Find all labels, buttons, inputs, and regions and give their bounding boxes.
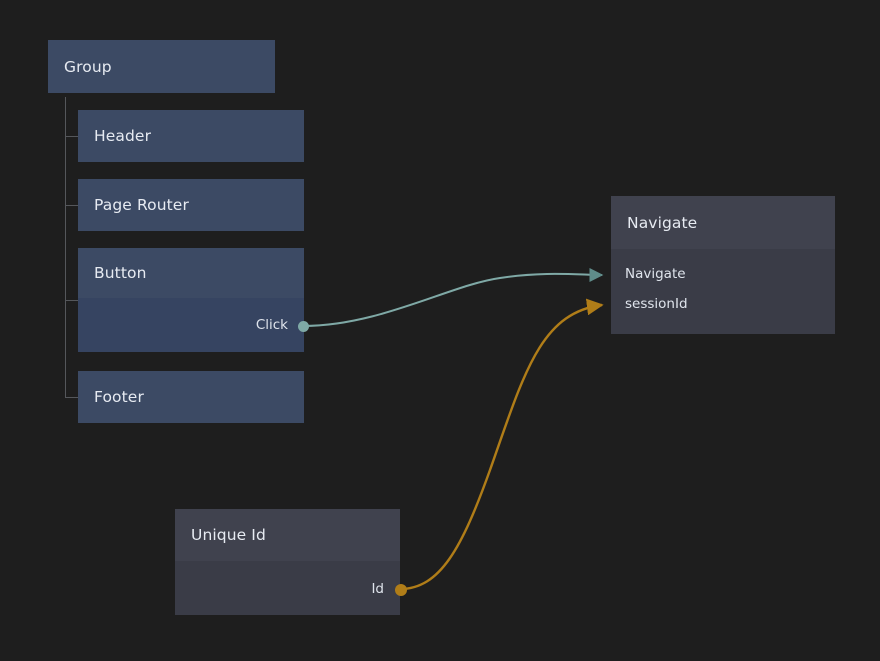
edge-click-to-navigate <box>302 267 604 327</box>
node-page-router-title: Page Router <box>94 196 189 214</box>
port-dot-click[interactable] <box>297 320 309 332</box>
node-group-header: Group <box>48 40 275 93</box>
node-navigate-title: Navigate <box>627 213 698 232</box>
port-row-navigate-in[interactable]: Navigate <box>611 266 686 282</box>
node-header-component-title: Header <box>94 127 152 145</box>
node-footer-header: Footer <box>78 371 304 423</box>
edge-id-to-sessionid <box>399 298 604 591</box>
node-group-title: Group <box>64 57 112 76</box>
node-page-router[interactable]: Page Router <box>78 179 304 231</box>
node-footer-title: Footer <box>94 388 144 406</box>
node-navigate-header: Navigate <box>611 196 835 249</box>
port-dot-id[interactable] <box>394 583 407 596</box>
node-button-body: Click <box>78 298 304 352</box>
node-header-component[interactable]: Header <box>78 110 304 162</box>
tree-branch-header <box>65 136 78 137</box>
port-label-navigate-in: Navigate <box>625 266 686 282</box>
tree-branch-footer <box>65 397 78 398</box>
node-page-router-header: Page Router <box>78 179 304 231</box>
port-label-sessionid-in: sessionId <box>625 296 688 312</box>
port-label-id: Id <box>371 581 384 597</box>
tree-trunk-line <box>65 97 66 397</box>
port-row-sessionid-in[interactable]: sessionId <box>611 296 688 312</box>
tree-branch-button <box>65 300 78 301</box>
node-navigate-body: Navigate sessionId <box>611 249 835 334</box>
node-button-title: Button <box>94 264 147 282</box>
node-button[interactable]: Button Click <box>78 248 304 352</box>
node-footer[interactable]: Footer <box>78 371 304 423</box>
tree-branch-page-router <box>65 205 78 206</box>
port-row-click[interactable]: Click <box>255 317 304 333</box>
node-header-component-header: Header <box>78 110 304 162</box>
node-navigate[interactable]: Navigate Navigate sessionId <box>611 196 835 334</box>
node-unique-id-title: Unique Id <box>191 526 266 544</box>
node-button-header: Button <box>78 248 304 298</box>
port-row-id[interactable]: Id <box>371 581 400 597</box>
port-label-click: Click <box>255 317 288 333</box>
node-unique-id-body: Id <box>175 561 400 615</box>
node-group[interactable]: Group <box>48 40 275 93</box>
node-unique-id-header: Unique Id <box>175 509 400 561</box>
node-unique-id[interactable]: Unique Id Id <box>175 509 400 615</box>
